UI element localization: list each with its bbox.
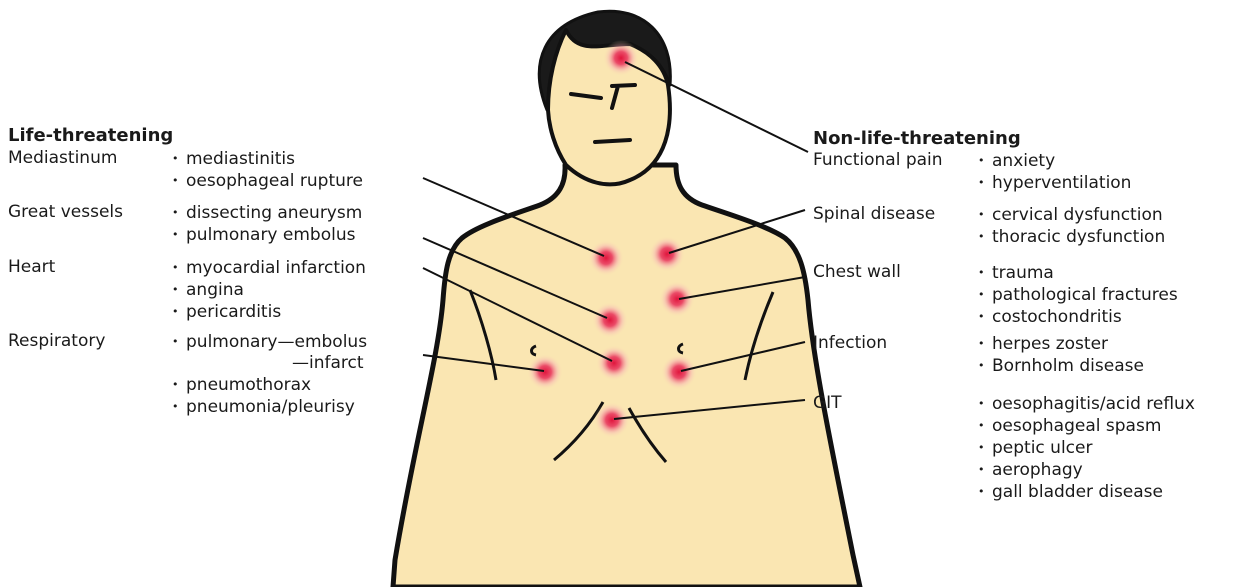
heart-causes-list: myocardial infarction angina pericarditi…	[172, 257, 366, 323]
category-great-vessels: Great vessels	[8, 202, 123, 223]
pain-spot-upper-left	[588, 240, 624, 276]
list-item: dissecting aneurysm	[172, 202, 362, 224]
category-functional-pain: Functional pain	[813, 150, 943, 171]
category-infection: Infection	[813, 333, 887, 354]
git-causes-list: oesophagitis/acid reflux oesophageal spa…	[978, 393, 1195, 503]
pain-spot-left-breast	[527, 354, 563, 390]
mediastinum-causes-list: mediastinitis oesophageal rupture	[172, 148, 363, 192]
list-item: oesophageal spasm	[978, 415, 1195, 437]
list-item: pericarditis	[172, 301, 366, 323]
category-chest-wall: Chest wall	[813, 262, 901, 283]
category-heart: Heart	[8, 257, 55, 278]
list-item: cervical dysfunction	[978, 204, 1165, 226]
category-respiratory: Respiratory	[8, 331, 105, 352]
list-item: costochondritis	[978, 306, 1178, 328]
list-item: oesophageal rupture	[172, 170, 363, 192]
pain-spot-right-breast	[661, 354, 697, 390]
pain-spot-upper-right	[649, 236, 685, 272]
non-life-threatening-heading: Non-life-threatening	[813, 128, 1021, 149]
list-item: gall bladder disease	[978, 481, 1195, 503]
list-item: Bornholm disease	[978, 355, 1144, 377]
list-item: thoracic dysfunction	[978, 226, 1165, 248]
great-vessels-causes-list: dissecting aneurysm pulmonary embolus	[172, 202, 362, 246]
list-item: pulmonary embolus	[172, 224, 362, 246]
category-mediastinum: Mediastinum	[8, 148, 117, 169]
respiratory-causes-list: pulmonary—embolus —infarct pneumothorax …	[172, 331, 367, 418]
category-spinal-disease: Spinal disease	[813, 204, 935, 225]
list-item: anxiety	[978, 150, 1131, 172]
category-git: GIT	[813, 393, 842, 414]
pain-spot-lower-center	[596, 345, 632, 381]
pain-spot-epigastric	[594, 402, 630, 438]
pain-spot-mid-left	[592, 302, 628, 338]
pain-spot-forehead	[603, 40, 639, 76]
list-item: oesophagitis/acid reflux	[978, 393, 1195, 415]
torso	[393, 165, 860, 587]
list-item: pathological fractures	[978, 284, 1178, 306]
chest-wall-causes-list: trauma pathological fractures costochond…	[978, 262, 1178, 328]
list-item: trauma	[978, 262, 1178, 284]
list-item: herpes zoster	[978, 333, 1144, 355]
mouth	[595, 140, 630, 142]
list-item: hyperventilation	[978, 172, 1131, 194]
list-item: aerophagy	[978, 459, 1195, 481]
functional-pain-causes-list: anxiety hyperventilation	[978, 150, 1131, 194]
list-item: pneumonia/pleurisy	[172, 396, 367, 418]
list-item: mediastinitis	[172, 148, 363, 170]
list-item: myocardial infarction	[172, 257, 366, 279]
list-item: angina	[172, 279, 366, 301]
life-threatening-heading: Life-threatening	[8, 125, 173, 146]
infection-causes-list: herpes zoster Bornholm disease	[978, 333, 1144, 377]
list-item-continuation: —infarct	[292, 353, 364, 373]
list-item: pulmonary—embolus	[172, 331, 367, 353]
spinal-disease-causes-list: cervical dysfunction thoracic dysfunctio…	[978, 204, 1165, 248]
list-item: peptic ulcer	[978, 437, 1195, 459]
pain-spot-mid-right	[659, 281, 695, 317]
list-item: —infarct	[172, 353, 367, 374]
list-item: pneumothorax	[172, 374, 367, 396]
